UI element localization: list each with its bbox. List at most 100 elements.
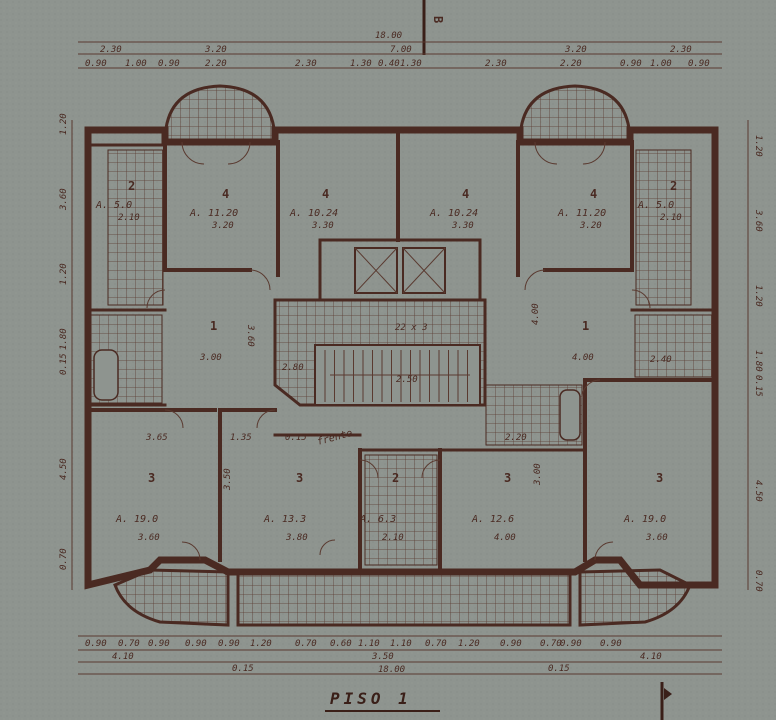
dim-bot-row1-14: 0.90 bbox=[560, 639, 582, 649]
dim-top-row2-10: 0.90 bbox=[620, 59, 642, 69]
room-number-5: 2 bbox=[670, 179, 677, 193]
dim-bot-row1-6: 0.70 bbox=[295, 639, 317, 649]
stairwell: 22 x 3 bbox=[273, 298, 487, 407]
stair-note: 22 x 3 bbox=[395, 323, 428, 333]
dim-300v: 3.00 bbox=[533, 463, 543, 486]
room-dim-3: 3.20 bbox=[579, 221, 602, 231]
dim-right-5: 4.50 bbox=[753, 480, 763, 502]
room-dim-5: 2.10 bbox=[660, 213, 682, 223]
room-dim-10: 2.10 bbox=[382, 533, 404, 543]
dim-left-1: 3.60 bbox=[59, 188, 69, 211]
right-dimensions: 1.203.601.201.800.154.500.70 bbox=[747, 120, 763, 592]
room-number-7: 1 bbox=[582, 319, 589, 333]
dim-bot-row2-1: 3.50 bbox=[371, 652, 394, 662]
dim-bot-row1-8: 1.10 bbox=[358, 639, 380, 649]
floor-title-text: PISO 1 bbox=[330, 689, 412, 708]
dim-015: 0.15 bbox=[285, 433, 307, 443]
dim-135: 1.35 bbox=[230, 433, 252, 443]
room-number-8: 3 bbox=[148, 471, 155, 485]
dim-top-row1-1: 3.20 bbox=[204, 45, 227, 55]
dim-top-row2-4: 2.30 bbox=[295, 59, 317, 69]
dim-total-top: 18.00 bbox=[375, 31, 402, 41]
dim-left-4: 0.15 bbox=[59, 353, 69, 375]
room-area-9: A. 13.3 bbox=[263, 514, 306, 525]
room-number-9: 3 bbox=[296, 471, 303, 485]
dim-240: 2.40 bbox=[650, 355, 672, 365]
dim-top-row2-8: 2.30 bbox=[485, 59, 507, 69]
dim-right-0: 1.20 bbox=[753, 135, 763, 157]
room-dim-7: 4.00 bbox=[572, 353, 594, 363]
bathroom-tiles bbox=[89, 149, 714, 566]
dim-total-bottom: 18.00 bbox=[378, 665, 405, 675]
room-number-1: 4 bbox=[322, 187, 329, 201]
room-dim-11: 4.00 bbox=[494, 533, 516, 543]
dim-top-row2-6: 0.40 bbox=[378, 59, 400, 69]
dim-400v: 4.00 bbox=[531, 303, 541, 325]
room-dim-2: 3.30 bbox=[451, 221, 474, 231]
dim-top-row2-1: 1.00 bbox=[125, 59, 147, 69]
room-dim-9: 3.80 bbox=[285, 533, 308, 543]
dim-bot-row1-10: 0.70 bbox=[425, 639, 447, 649]
dim-right-6: 0.70 bbox=[753, 570, 763, 592]
dim-bot-row1-13: 0.70 bbox=[540, 639, 562, 649]
dim-top-row2-2: 0.90 bbox=[158, 59, 180, 69]
dim-bot-row1-4: 0.90 bbox=[218, 639, 240, 649]
room-number-6: 1 bbox=[210, 319, 217, 333]
room-number-4: 2 bbox=[128, 179, 135, 193]
balcony-top-left bbox=[163, 84, 277, 144]
interior-walls bbox=[86, 128, 717, 574]
misc-labels: 3.65 1.35 0.15 frente 2.50 2.80 3.60 4.0… bbox=[145, 303, 672, 491]
dim-top-row1-0: 2.30 bbox=[100, 45, 122, 55]
room-area-4: A. 5.0 bbox=[95, 200, 132, 211]
section-marker-top: B bbox=[422, 0, 445, 55]
dim-left-5: 4.50 bbox=[59, 458, 69, 480]
balcony-top-right bbox=[518, 84, 632, 144]
dim-bot-015-right: 0.15 bbox=[548, 664, 570, 674]
dim-top-row2-11: 1.00 bbox=[650, 59, 672, 69]
dim-top-row2-9: 2.20 bbox=[560, 59, 582, 69]
dim-bot-row1-1: 0.70 bbox=[118, 639, 140, 649]
dim-bot-row1-15: 0.90 bbox=[600, 639, 622, 649]
dim-bot-row2-0: 4.10 bbox=[112, 652, 134, 662]
dim-right-3: 1.80 bbox=[753, 350, 763, 372]
room-area-11: A. 12.6 bbox=[471, 514, 514, 525]
dim-365: 3.65 bbox=[145, 433, 168, 443]
room-area-3: A. 11.20 bbox=[557, 208, 606, 219]
dim-bot-row1-2: 0.90 bbox=[148, 639, 170, 649]
dim-top-row1-4: 2.30 bbox=[670, 45, 692, 55]
section-marker-bottom bbox=[660, 682, 672, 720]
dim-top-row2-0: 0.90 bbox=[85, 59, 107, 69]
room-dim-6: 3.00 bbox=[199, 353, 222, 363]
room-area-1: A. 10.24 bbox=[289, 208, 338, 219]
room-dim-1: 3.30 bbox=[311, 221, 334, 231]
dim-top-row2-3: 2.20 bbox=[205, 59, 227, 69]
dim-bot-row2-2: 4.10 bbox=[640, 652, 662, 662]
dim-bot-row1-3: 0.90 bbox=[185, 639, 207, 649]
section-letter: B bbox=[431, 16, 445, 23]
room-number-3: 4 bbox=[590, 187, 597, 201]
dim-360v: 3.60 bbox=[245, 324, 255, 347]
door-swings bbox=[146, 141, 651, 561]
dim-bot-row1-9: 1.10 bbox=[390, 639, 412, 649]
dim-left-2: 1.20 bbox=[59, 263, 69, 285]
room-dim-4: 2.10 bbox=[118, 213, 140, 223]
dim-350v: 3.50 bbox=[223, 468, 233, 491]
room-number-2: 4 bbox=[462, 187, 469, 201]
room-number-12: 3 bbox=[656, 471, 663, 485]
room-dim-12: 3.60 bbox=[645, 533, 668, 543]
balcony-bottom bbox=[113, 568, 692, 627]
room-number-0: 4 bbox=[222, 187, 229, 201]
dim-top-row2-12: 0.90 bbox=[688, 59, 710, 69]
dim-bot-row1-12: 0.90 bbox=[500, 639, 522, 649]
room-number-11: 3 bbox=[504, 471, 511, 485]
dim-right-4: 0.15 bbox=[753, 375, 763, 397]
room-dim-8: 3.60 bbox=[137, 533, 160, 543]
outer-walls bbox=[84, 126, 719, 590]
dim-right-1: 3.60 bbox=[753, 209, 763, 232]
dim-left-0: 1.20 bbox=[59, 113, 69, 135]
dim-bot-row1-5: 1.20 bbox=[250, 639, 272, 649]
